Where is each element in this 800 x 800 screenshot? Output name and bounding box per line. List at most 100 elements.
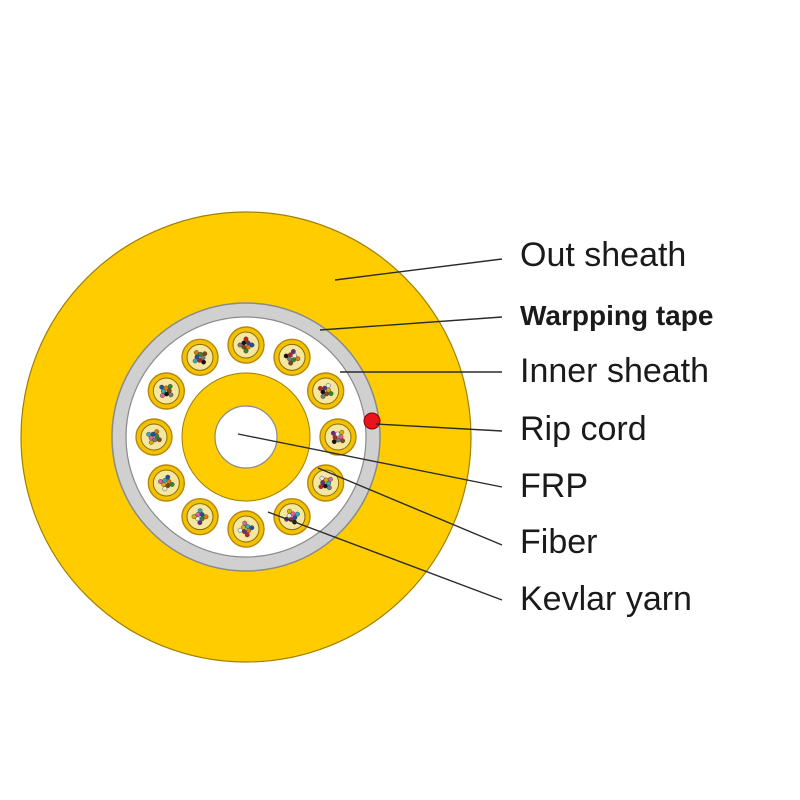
optical-fiber bbox=[326, 387, 331, 393]
optical-fiber bbox=[146, 431, 152, 437]
optical-fiber bbox=[193, 350, 199, 355]
optical-fiber bbox=[242, 520, 248, 526]
optical-fiber bbox=[158, 479, 163, 484]
fiber-unit-tube bbox=[232, 515, 260, 543]
optical-fiber bbox=[320, 393, 326, 399]
fiber-unit bbox=[181, 338, 219, 377]
optical-fiber bbox=[340, 438, 346, 444]
fiber-unit bbox=[227, 326, 265, 364]
optical-fiber bbox=[326, 480, 332, 486]
fiber-unit-tube bbox=[186, 343, 214, 371]
optical-fiber bbox=[322, 385, 328, 391]
leader-rip-cord bbox=[375, 423, 503, 432]
label-out-sheath: Out sheath bbox=[520, 236, 686, 274]
fiber-units bbox=[135, 326, 357, 548]
optical-fiber bbox=[160, 388, 166, 394]
optical-fiber bbox=[150, 431, 156, 437]
label-kevlar-yarn: Kevlar yarn bbox=[520, 580, 692, 618]
optical-fiber bbox=[152, 437, 158, 443]
optical-fiber bbox=[241, 344, 247, 350]
fiber-unit-tube bbox=[152, 377, 180, 405]
fiber-unit bbox=[147, 464, 186, 502]
fiber-unit-tube bbox=[232, 331, 260, 359]
optical-fiber bbox=[192, 358, 198, 364]
optical-fiber bbox=[241, 340, 247, 346]
optical-fiber bbox=[191, 514, 197, 519]
optical-fiber bbox=[237, 527, 243, 533]
optical-fiber bbox=[287, 508, 292, 514]
optical-fiber bbox=[197, 520, 203, 526]
fiber-unit bbox=[306, 372, 345, 410]
optical-fiber bbox=[288, 360, 294, 366]
optical-fiber bbox=[165, 474, 171, 480]
optical-fiber bbox=[245, 524, 251, 529]
label-rip-cord: Rip cord bbox=[520, 410, 647, 448]
optical-fiber bbox=[330, 430, 336, 436]
optical-fiber bbox=[339, 429, 345, 435]
optical-fiber bbox=[249, 342, 255, 348]
optical-fiber bbox=[325, 383, 331, 389]
optical-fiber bbox=[317, 385, 323, 391]
rip-cord bbox=[363, 412, 381, 430]
optical-fiber bbox=[331, 439, 337, 445]
optical-fiber bbox=[168, 392, 174, 398]
fiber-unit bbox=[273, 338, 311, 377]
optical-fiber bbox=[335, 437, 341, 443]
fiber-unit bbox=[181, 497, 219, 536]
optical-fiber bbox=[335, 431, 341, 437]
optical-fiber bbox=[241, 524, 246, 530]
fiber-unit-tube bbox=[152, 469, 180, 497]
fiber-unit bbox=[147, 372, 186, 410]
optical-fiber bbox=[169, 482, 175, 487]
optical-fiber bbox=[241, 529, 247, 534]
fiber-unit-tube bbox=[312, 377, 340, 405]
optical-fiber bbox=[332, 434, 338, 440]
label-wrapping-tape: Warpping tape bbox=[520, 300, 713, 331]
optical-fiber bbox=[167, 384, 173, 389]
optical-fiber bbox=[197, 508, 203, 514]
label-fiber: Fiber bbox=[520, 523, 597, 561]
optical-fiber bbox=[163, 385, 169, 391]
optical-fiber bbox=[203, 514, 209, 520]
leader-wrapping-tape bbox=[319, 316, 503, 331]
optical-fiber bbox=[166, 388, 172, 394]
optical-fiber bbox=[318, 484, 324, 490]
optical-fiber bbox=[328, 476, 333, 482]
fiber-unit bbox=[319, 418, 357, 456]
fiber-unit-tube bbox=[312, 469, 340, 497]
fiber-unit bbox=[227, 510, 265, 548]
optical-fiber bbox=[160, 393, 165, 398]
optical-fiber bbox=[243, 336, 249, 342]
fiber-unit bbox=[273, 497, 311, 536]
fiber-unit-tube bbox=[278, 503, 306, 531]
fiber-unit-tube bbox=[278, 343, 306, 371]
optical-fiber bbox=[202, 351, 208, 357]
frp-core bbox=[214, 405, 278, 469]
optical-fiber bbox=[243, 348, 249, 354]
label-frp: FRP bbox=[520, 467, 588, 505]
leader-kevlar-yarn bbox=[267, 511, 503, 601]
optical-fiber bbox=[326, 485, 332, 491]
leader-out-sheath bbox=[334, 258, 503, 281]
label-inner-sheath: Inner sheath bbox=[520, 352, 709, 390]
optical-fiber bbox=[324, 391, 330, 397]
optical-fiber bbox=[245, 344, 251, 350]
optical-fiber bbox=[338, 434, 344, 440]
optical-fiber bbox=[164, 391, 169, 397]
optical-fiber bbox=[156, 437, 162, 443]
optical-fiber bbox=[295, 511, 300, 517]
fiber-unit bbox=[306, 464, 345, 502]
optical-fiber bbox=[199, 516, 205, 522]
optical-fiber bbox=[165, 483, 171, 488]
leader-frp bbox=[237, 433, 503, 488]
optical-fiber bbox=[320, 389, 326, 395]
leader-lines bbox=[237, 258, 503, 601]
optical-fiber bbox=[159, 384, 165, 390]
fiber-unit-tube bbox=[324, 423, 352, 451]
optical-fiber bbox=[237, 342, 243, 348]
optical-fiber bbox=[197, 357, 202, 363]
optical-fiber bbox=[292, 353, 297, 359]
leader-fiber bbox=[317, 467, 503, 546]
fiber-unit-tube bbox=[140, 423, 168, 451]
